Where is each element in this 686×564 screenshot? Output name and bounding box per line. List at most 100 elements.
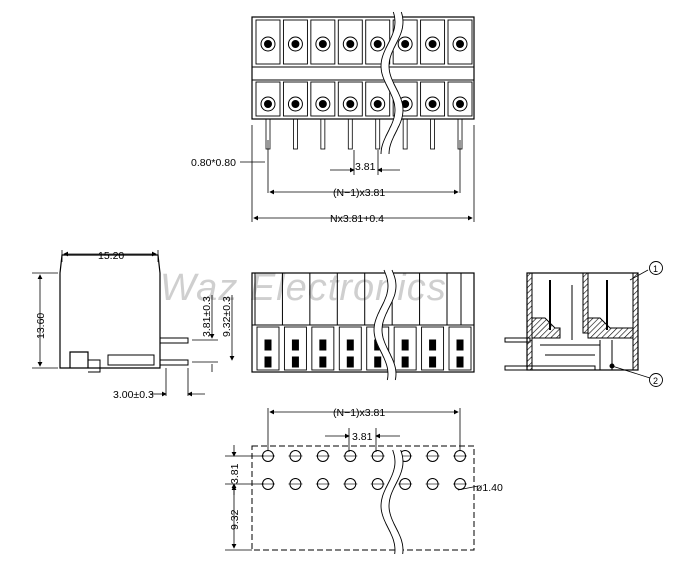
screw-lower-core <box>456 100 465 108</box>
front-slot <box>311 326 335 371</box>
screw-lower-core <box>318 100 327 108</box>
fp-row-pitch-label: 3.81 <box>229 463 241 484</box>
footprint-dimensions <box>225 408 479 551</box>
front-contact-upper <box>429 339 437 351</box>
fp-edge-label: 9.32 <box>229 509 241 530</box>
screw-lower-core <box>264 100 272 108</box>
footprint-break-line <box>388 449 404 555</box>
screw-upper-icon <box>260 36 276 52</box>
front-break-line <box>373 269 389 381</box>
screw-upper-core <box>401 40 410 48</box>
row-offset-label: 3.81±0.3 <box>201 296 213 337</box>
side-width-label: 15.20 <box>98 250 124 262</box>
front-contact-lower <box>401 356 409 368</box>
fp-pitch-label: 3.81 <box>352 431 373 443</box>
footprint-break-line-mask <box>380 448 404 555</box>
screw-upper-icon <box>397 36 413 52</box>
screw-lower-icon <box>452 96 468 112</box>
top-cell-lower <box>365 81 391 117</box>
screw-upper-core <box>428 40 437 48</box>
front-contact-upper <box>346 339 354 351</box>
front-contact-lower <box>429 356 437 368</box>
top-view <box>251 16 475 150</box>
front-contact-upper <box>319 339 327 351</box>
top-cell-lower <box>282 81 308 117</box>
watermark-text: Waz Electronics <box>160 267 447 309</box>
top-cell-upper <box>255 19 281 65</box>
foot-width-label: 3.00±0.3 <box>113 389 154 401</box>
top-break-line <box>380 11 396 155</box>
callout-2: 2 <box>653 376 658 386</box>
front-contact-upper <box>291 339 299 351</box>
screw-upper-icon <box>370 36 386 52</box>
pin-size-label: 0.80*0.80 <box>191 157 236 169</box>
front-break-line-mask <box>373 268 397 381</box>
top-pin <box>347 118 353 150</box>
top-pin <box>430 118 435 150</box>
front-slot <box>448 326 472 371</box>
screw-lower-core <box>428 100 437 108</box>
front-slot <box>393 326 417 371</box>
front-contact-lower <box>319 356 327 368</box>
side-dimensions <box>32 250 235 397</box>
screw-lower-icon <box>342 96 358 112</box>
front-contact-upper <box>401 339 409 351</box>
front-contact-lower <box>346 356 354 368</box>
front-slot <box>256 326 280 371</box>
screw-upper-core <box>264 40 272 48</box>
screw-upper-core <box>318 40 327 48</box>
footprint-view <box>251 445 475 551</box>
front-contact-lower <box>456 356 464 368</box>
screw-upper-icon <box>315 36 331 52</box>
break-lines <box>373 10 404 555</box>
side-height-label: 13.60 <box>35 313 47 339</box>
top-break-line-mask <box>380 10 404 155</box>
top-cell-upper <box>337 19 363 65</box>
front-contact-upper <box>456 339 464 351</box>
screw-lower-core <box>373 100 382 108</box>
front-slot <box>338 326 362 371</box>
top-cell-upper <box>282 19 308 65</box>
screw-upper-core <box>291 40 300 48</box>
top-cell-upper <box>310 19 336 65</box>
row-height-label: 9.32±0.3 <box>221 296 233 337</box>
screw-lower-icon <box>260 96 276 112</box>
top-cell-upper <box>420 19 446 65</box>
screw-lower-icon <box>425 96 441 112</box>
top-pin <box>375 118 381 150</box>
front-slot <box>421 326 445 371</box>
footprint-break-line <box>380 449 396 555</box>
top-pin <box>320 118 326 150</box>
front-slot <box>283 326 307 371</box>
top-cell-lower <box>447 81 473 117</box>
hole-diameter-label: ø1.40 <box>476 482 503 494</box>
screw-upper-icon <box>287 36 303 52</box>
screw-lower-icon <box>287 96 303 112</box>
top-span-label: (N−1)x3.81 <box>333 187 385 199</box>
top-break-line <box>388 11 404 155</box>
section-view <box>504 261 663 387</box>
screw-lower-icon <box>370 96 386 112</box>
screw-upper-icon <box>452 36 468 52</box>
top-cell-lower <box>255 81 281 117</box>
top-cell-lower <box>337 81 363 117</box>
top-pitch-label: 3.81 <box>355 161 376 173</box>
front-contact-lower <box>291 356 299 368</box>
overall-length-label: Nx3.81+0.4 <box>330 213 384 225</box>
screw-lower-core <box>291 100 300 108</box>
screw-upper-icon <box>342 36 358 52</box>
front-view <box>251 272 475 373</box>
screw-upper-core <box>373 40 382 48</box>
front-contact-lower <box>374 356 382 368</box>
front-contact-upper <box>264 339 272 351</box>
screw-upper-core <box>346 40 355 48</box>
screw-upper-icon <box>425 36 441 52</box>
screw-lower-icon <box>315 96 331 112</box>
top-cell-lower <box>420 81 446 117</box>
screw-lower-core <box>346 100 355 108</box>
fp-span-label: (N−1)x3.81 <box>333 407 385 419</box>
top-cell-upper <box>447 19 473 65</box>
screw-upper-core <box>456 40 465 48</box>
top-pin <box>402 118 408 150</box>
